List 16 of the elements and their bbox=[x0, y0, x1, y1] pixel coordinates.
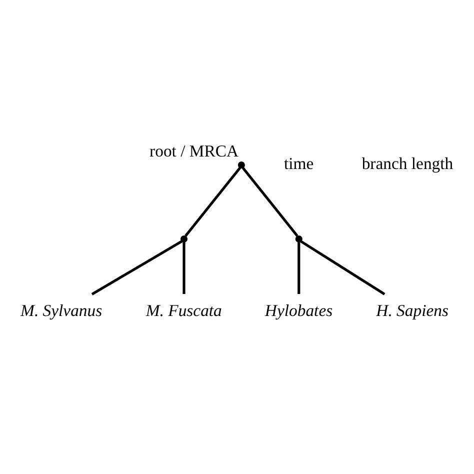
node-label: root / MRCA bbox=[150, 141, 239, 160]
connector bbox=[182, 242, 186, 294]
node-text: M. Sylvanus bbox=[20, 300, 102, 320]
node-point bbox=[238, 160, 245, 168]
connector bbox=[300, 240, 386, 295]
connector bbox=[242, 166, 298, 236]
node-point bbox=[295, 234, 302, 242]
node-point bbox=[180, 234, 188, 242]
label: branch length bbox=[362, 153, 454, 172]
connector bbox=[184, 166, 242, 236]
connector bbox=[91, 240, 183, 295]
connector bbox=[298, 242, 300, 294]
node-text: M. Fuscata bbox=[146, 300, 222, 320]
node-text: H. Sapiens bbox=[376, 300, 448, 320]
node-text: Hylobates bbox=[264, 300, 333, 320]
label: time bbox=[284, 153, 314, 172]
